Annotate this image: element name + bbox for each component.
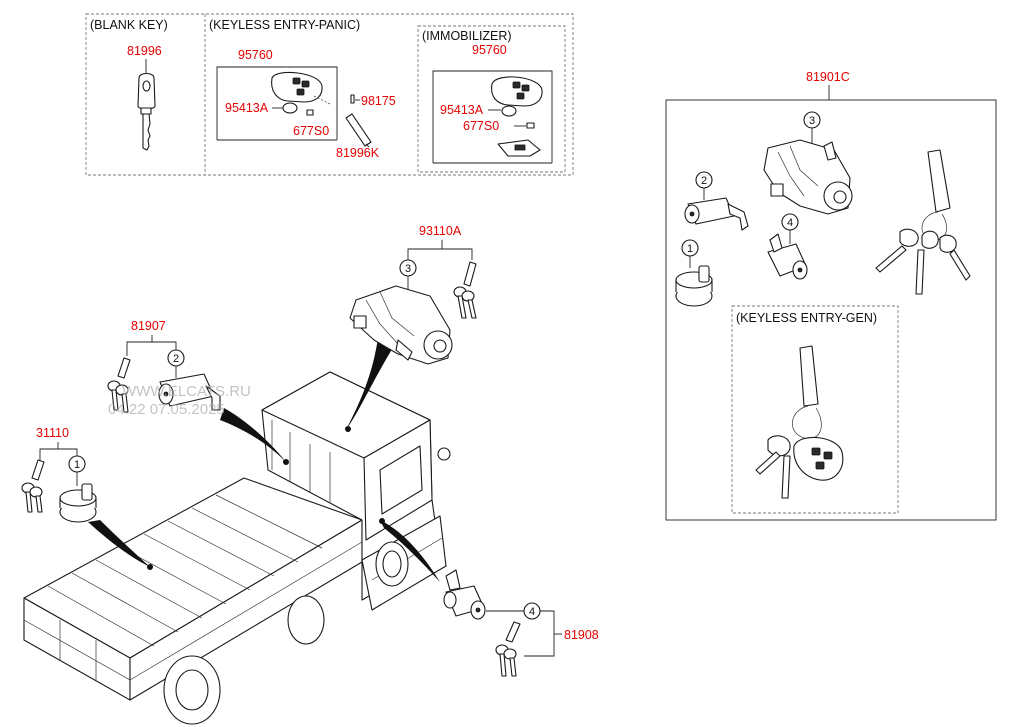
right-tailgate-lock-icon	[767, 233, 808, 280]
right-key-set-icon	[875, 149, 971, 295]
label-panic-key: 81996K	[336, 146, 380, 160]
section-blank-key: (BLANK KEY)	[90, 18, 168, 32]
label-fuel-cap-kit: 31110	[36, 426, 69, 440]
gen-key-set-icon	[755, 345, 844, 499]
watermark-line1: WWW.ELCATS.RU	[122, 383, 251, 400]
ignition-kit-group: 93110A 3	[349, 224, 477, 365]
main-ignition-switch-icon	[349, 285, 453, 365]
watermark-line2: 04.22 07.05.2025	[108, 401, 225, 418]
section-keyless-gen: (KEYLESS ENTRY-GEN)	[736, 311, 877, 325]
label-immo-fob: 95760	[472, 43, 507, 57]
panic-emergency-key-icon	[345, 113, 372, 147]
callout-right-ignition: 3	[809, 115, 815, 127]
main-fuel-keys-icon	[21, 459, 45, 513]
label-panic-fob: 95760	[238, 48, 273, 62]
main-fuel-cap-icon	[59, 483, 97, 523]
blank-key-icon	[137, 72, 156, 151]
right-kit-panel: 81901C 3 2 1	[665, 70, 997, 521]
label-immo-cover: 677S0	[463, 119, 499, 133]
main-tailgate-keys-icon	[495, 621, 521, 677]
callout-right-door-lock: 2	[701, 175, 707, 187]
immo-cover-icon	[526, 122, 535, 129]
callout-right-fuel-cap: 1	[687, 243, 693, 255]
immo-battery-icon	[501, 105, 517, 117]
callout-right-tail-lock: 4	[787, 217, 793, 229]
right-ignition-switch-icon	[763, 139, 853, 215]
top-keys-panel: (BLANK KEY) (KEYLESS ENTRY-PANIC) (IMMOB…	[85, 13, 574, 176]
section-immobilizer: (IMMOBILIZER)	[422, 29, 512, 43]
panic-pin-icon	[350, 94, 355, 104]
panic-cover-icon	[306, 109, 314, 116]
label-panic-battery: 95413A	[225, 101, 269, 115]
watermark: WWW.ELCATS.RU 04.22 07.05.2025	[108, 383, 251, 418]
right-fuel-cap-icon	[675, 265, 713, 307]
fuel-cap-kit-group: 31110 1	[21, 426, 97, 523]
label-panic-pin: 98175	[361, 94, 396, 108]
truck-illustration	[23, 371, 451, 725]
panic-battery-icon	[282, 102, 298, 114]
label-door-lock-kit-right: 81908	[564, 628, 599, 642]
section-keyless-panic: (KEYLESS ENTRY-PANIC)	[209, 18, 360, 32]
label-immo-battery: 95413A	[440, 103, 484, 117]
label-blank-key: 81996	[127, 44, 162, 58]
right-door-lock-icon	[684, 197, 749, 231]
main-ignition-keys-icon	[453, 261, 477, 319]
pointer-wedges	[88, 338, 440, 582]
main-door-lock-icon	[158, 373, 221, 411]
callout-main-tail-lock: 4	[529, 606, 535, 618]
door-lock-kit-left-group: 81907 2	[107, 319, 221, 413]
label-door-lock-kit-left: 81907	[131, 319, 166, 333]
main-door-keys-icon	[107, 357, 131, 413]
callout-main-fuel-cap: 1	[74, 459, 80, 471]
callout-main-ignition: 3	[405, 263, 411, 275]
door-lock-kit-right-group: 4 81908	[443, 569, 599, 677]
callout-main-door-lock: 2	[173, 353, 179, 365]
panic-key-fob-icon	[271, 71, 331, 105]
immo-key-fob-icon	[491, 76, 543, 107]
label-panic-cover: 677S0	[293, 124, 329, 138]
label-kit-right: 81901C	[806, 70, 850, 84]
label-ignition-kit: 93110A	[419, 224, 462, 238]
main-tailgate-lock-icon	[443, 569, 486, 620]
